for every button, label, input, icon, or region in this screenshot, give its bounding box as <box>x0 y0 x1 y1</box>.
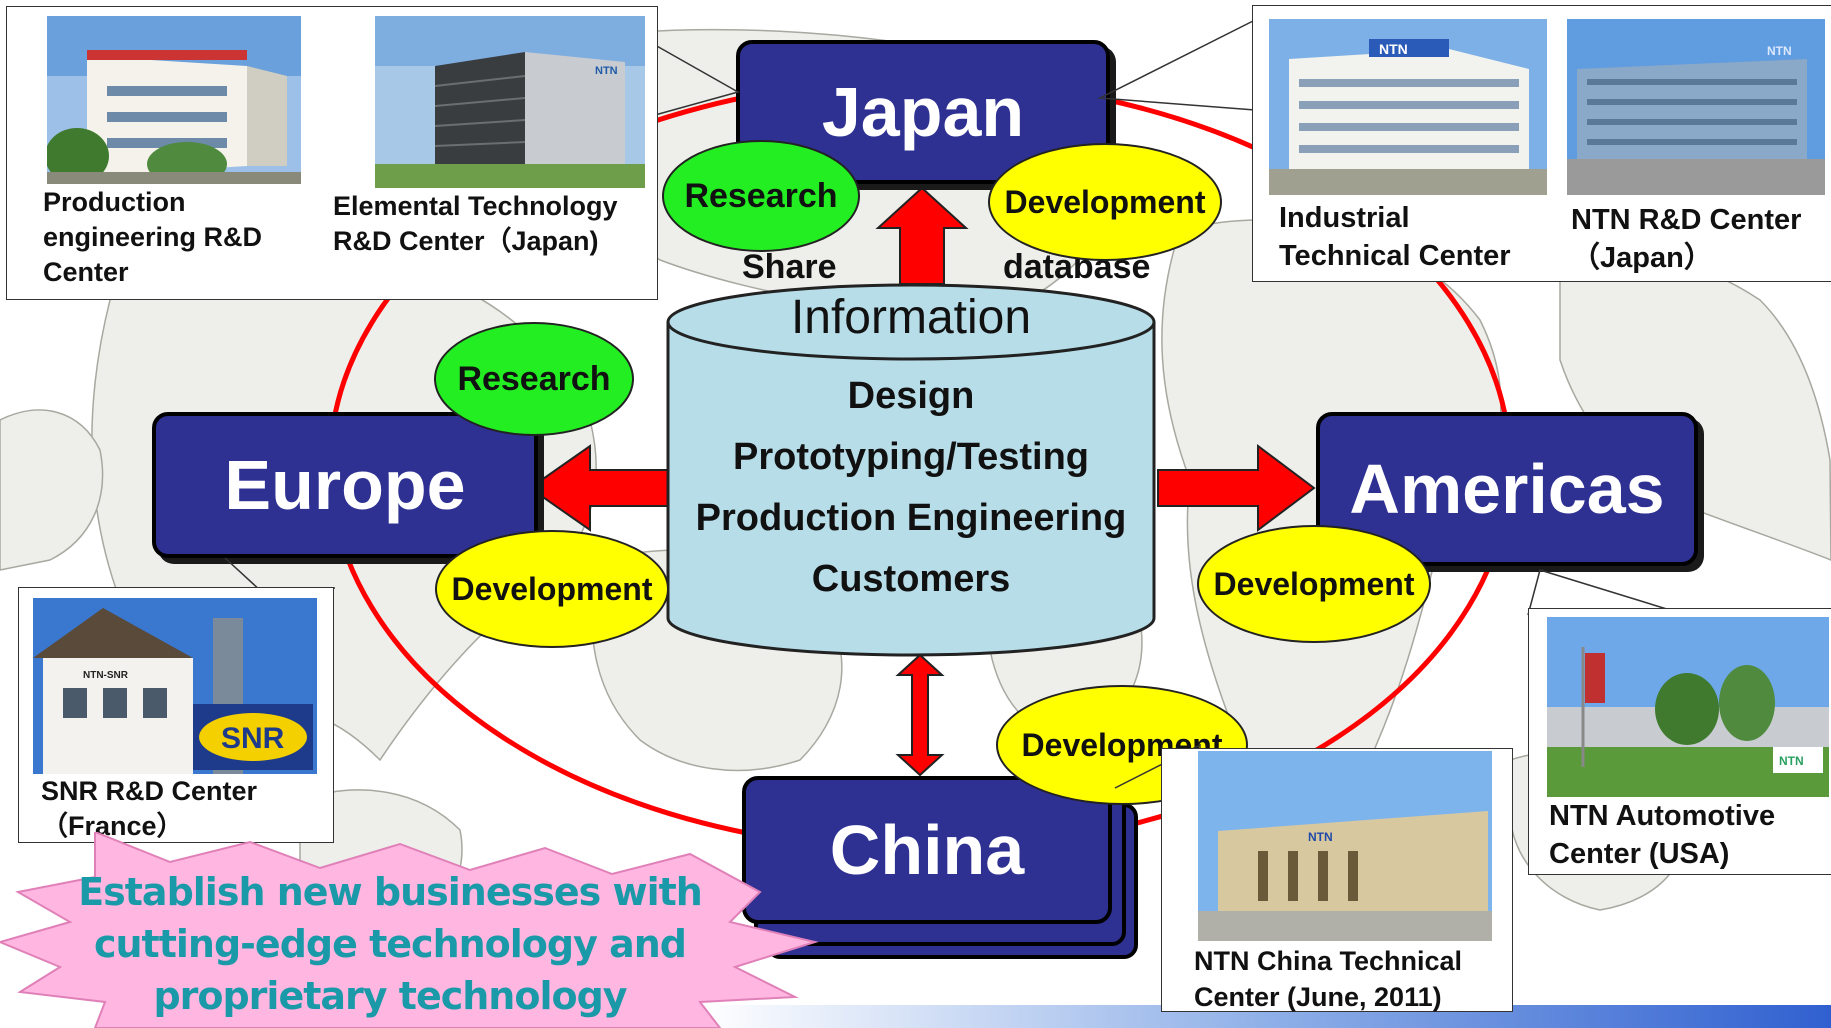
caption-industrial-line1: Industrial <box>1279 202 1410 234</box>
arrow-to-europe <box>528 444 669 532</box>
arrow-to-americas <box>1157 444 1316 532</box>
information-database <box>666 283 1156 657</box>
photo-ntn-rd-center: NTN <box>1567 19 1825 195</box>
americas-development-oval: Development <box>1197 525 1431 643</box>
database-item-prototyping: Prototyping/Testing <box>732 436 1090 478</box>
sign-ntn-china: NTN <box>1308 830 1333 844</box>
photo-snr-rd-center: NTN-SNR SNR <box>33 598 317 774</box>
photo-ntn-china-technical-center: NTN <box>1198 751 1492 941</box>
sign-ntn-industrial: NTN <box>1379 41 1408 57</box>
japan-development-oval: Development <box>988 143 1222 261</box>
caption-china-tc-line1: NTN China Technical <box>1194 946 1463 976</box>
europe-research-oval: Research <box>434 322 634 436</box>
sign-snr-logo: SNR <box>221 722 285 755</box>
sign-ntn-snr: NTN-SNR <box>83 670 129 681</box>
slogan-line-2: cutting-edge technology and <box>93 922 687 966</box>
slogan-burst <box>0 832 819 1028</box>
slogan-line-3: proprietary technology <box>153 974 627 1018</box>
caption-snr-line2: （France） <box>41 811 184 841</box>
europe-development-oval: Development <box>435 530 669 648</box>
photo-industrial-technical-center: NTN <box>1269 19 1547 195</box>
callout-japan-left: NTN Production engineering R&D Center El… <box>6 6 658 300</box>
caption-snr-line1: SNR R&D Center <box>41 776 258 806</box>
callout-china-technical-center: NTN NTN China Technical Center (June, 20… <box>1161 748 1513 1012</box>
sign-ntn-rd: NTN <box>1767 44 1792 58</box>
sign-ntn-automotive: NTN <box>1779 754 1804 768</box>
arrow-to-japan <box>875 186 969 285</box>
region-china: China <box>742 776 1112 924</box>
region-europe: Europe <box>152 412 538 558</box>
caption-china-tc-line2: Center (June, 2011) <box>1194 982 1442 1012</box>
caption-industrial-line2: Technical Center <box>1279 240 1511 272</box>
database-item-design: Design <box>847 375 975 417</box>
photo-ntn-automotive-center: NTN <box>1547 617 1829 797</box>
caption-ntn-rd-line2: （Japan） <box>1571 242 1713 274</box>
database-title: Information <box>790 291 1032 344</box>
caption-automotive-line1: NTN Automotive <box>1549 800 1776 832</box>
bottom-gradient-bar <box>700 1005 1831 1028</box>
slogan-line-1: Establish new businesses with <box>78 870 703 914</box>
photo-elemental-rd-center: NTN <box>375 16 645 188</box>
sign-ntn-elemental: NTN <box>595 65 618 77</box>
callout-snr-france: NTN-SNR SNR SNR R&D Center （France） <box>18 587 334 843</box>
share-label: Share <box>742 248 837 286</box>
caption-production-rd-line2: engineering R&D <box>43 222 263 252</box>
callout-japan-right: NTN NTN Industrial Technical Center NTN … <box>1252 5 1831 282</box>
callout-automotive-usa: NTN NTN Automotive Center (USA) <box>1528 608 1831 875</box>
caption-automotive-line2: Center (USA) <box>1549 838 1730 870</box>
caption-elemental-rd-line2: R&D Center（Japan) <box>333 226 599 256</box>
japan-research-oval: Research <box>662 140 860 252</box>
caption-production-rd-line3: Center <box>43 257 129 287</box>
database-item-customers: Customers <box>811 558 1011 600</box>
slogan-text: Establish new businesses with cutting-ed… <box>60 870 720 1026</box>
photo-production-rd-center <box>47 16 301 184</box>
arrow-china-database <box>895 653 945 777</box>
caption-production-rd-line1: Production <box>43 187 186 217</box>
database-item-production: Production Engineering <box>695 497 1127 539</box>
caption-elemental-rd-line1: Elemental Technology <box>333 191 618 221</box>
caption-ntn-rd-line1: NTN R&D Center <box>1571 204 1802 236</box>
